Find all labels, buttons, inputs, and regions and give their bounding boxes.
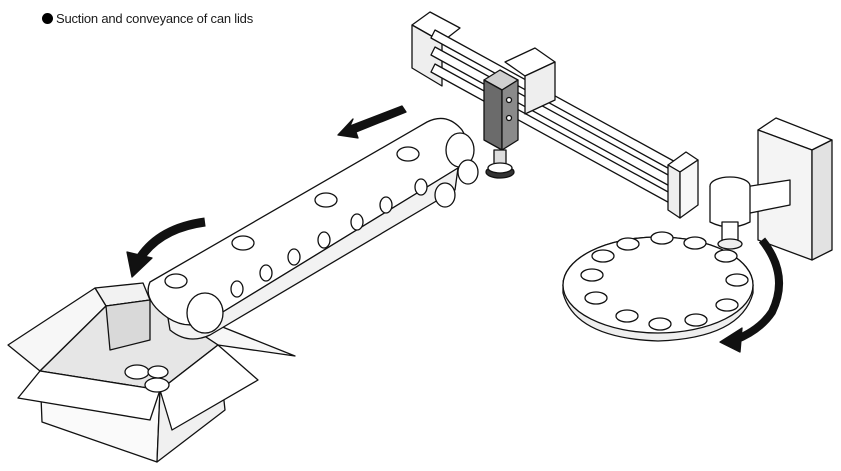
conveyor-belt <box>147 117 479 340</box>
rotation-arrow <box>733 237 784 344</box>
bullet-icon <box>42 13 53 24</box>
cardboard-box <box>7 282 296 463</box>
suction-head <box>483 69 519 179</box>
rotary-table <box>562 231 754 342</box>
caption-text: Suction and conveyance of can lids <box>56 11 253 26</box>
flow-arrow-drop <box>136 217 206 261</box>
diagram-caption: Suction and conveyance of can lids <box>42 11 253 26</box>
flow-arrow-conveyor <box>337 105 407 139</box>
feeder-arm <box>709 117 833 261</box>
